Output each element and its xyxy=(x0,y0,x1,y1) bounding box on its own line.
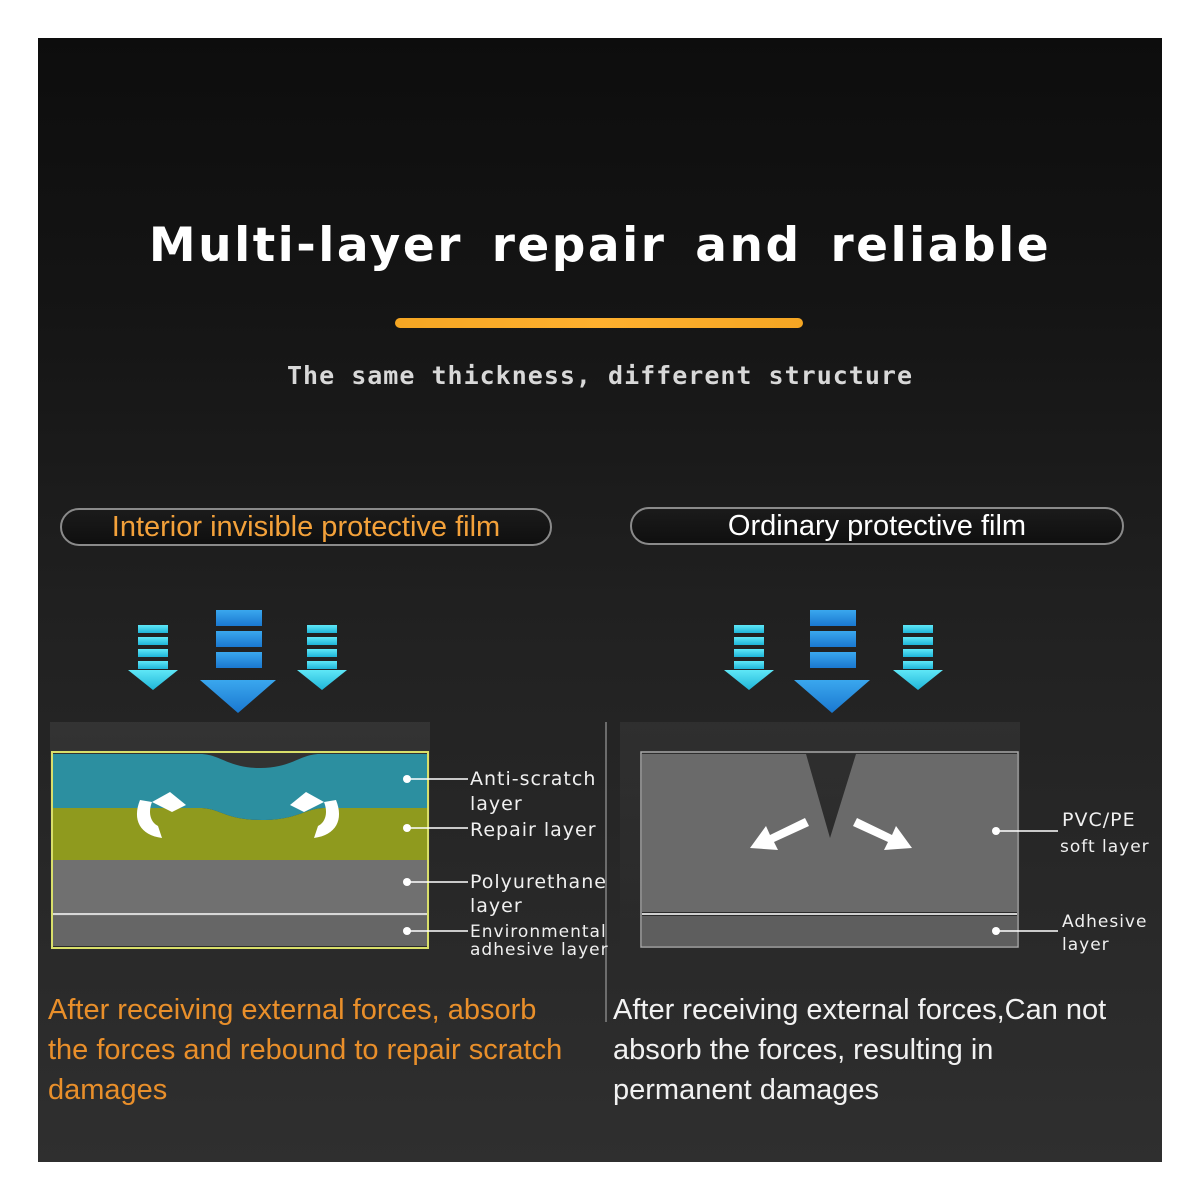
left-film-label: Interior invisible protective film xyxy=(60,508,552,546)
rebound-arrow-icon xyxy=(290,792,340,838)
anti-scratch-label-line2: layer xyxy=(470,793,523,815)
right-film-stack: PVC/PE soft layer Adhesive layer xyxy=(620,722,1150,955)
environmental-label-line2: adhesive layer xyxy=(470,940,609,960)
pvc-pe-soft-layer xyxy=(642,754,1017,912)
caption-line: After receiving external forces, absorb xyxy=(48,994,537,1026)
small-arrow-icon xyxy=(893,625,943,690)
background-panel xyxy=(38,38,1162,1162)
force-spread-arrow-icon xyxy=(853,818,912,850)
force-spread-arrow-icon xyxy=(750,818,809,850)
caption-line: After receiving external forces,Can not xyxy=(613,994,1107,1026)
caption-line: damages xyxy=(48,1074,168,1106)
left-caption: After receiving external forces, absorb … xyxy=(48,990,608,1110)
left-force-arrows xyxy=(128,610,347,713)
adhesive-label-line2: layer xyxy=(1062,935,1110,955)
small-arrow-icon xyxy=(297,625,347,690)
small-arrow-icon xyxy=(128,625,178,690)
environmental-adhesive-layer xyxy=(52,916,428,946)
polyurethane-label: Polyurethane xyxy=(470,871,607,893)
polyurethane-label-line2: layer xyxy=(470,895,523,917)
page-subtitle: The same thickness, different structure xyxy=(287,361,913,390)
accent-bar xyxy=(395,318,803,328)
left-film-stack: Anti-scratch layer Repair layer Polyuret… xyxy=(50,722,609,960)
large-arrow-icon xyxy=(794,610,870,713)
large-arrow-icon xyxy=(200,610,276,713)
right-leader-lines xyxy=(992,827,1058,935)
caption-line: permanent damages xyxy=(613,1074,879,1106)
caption-line: the forces and rebound to repair scratch xyxy=(48,1034,563,1066)
pvc-pe-label-line2: soft layer xyxy=(1060,837,1150,857)
environmental-label: Environmental xyxy=(470,922,607,942)
adhesive-label: Adhesive xyxy=(1062,912,1147,932)
adhesive-layer xyxy=(642,916,1017,946)
caption-line: absorb the forces, resulting in xyxy=(613,1034,994,1066)
column-divider xyxy=(605,722,607,1022)
small-arrow-icon xyxy=(724,625,774,690)
anti-scratch-label: Anti-scratch xyxy=(470,768,596,790)
pvc-pe-label: PVC/PE xyxy=(1062,809,1136,831)
repair-layer-label: Repair layer xyxy=(470,819,597,841)
right-caption: After receiving external forces,Can not … xyxy=(613,990,1153,1110)
right-film-label: Ordinary protective film xyxy=(630,507,1124,545)
page-title: Multi-layer repair and reliable xyxy=(148,218,1052,273)
right-force-arrows xyxy=(724,610,943,713)
left-leader-lines xyxy=(403,775,468,935)
rebound-arrow-icon xyxy=(136,792,186,838)
